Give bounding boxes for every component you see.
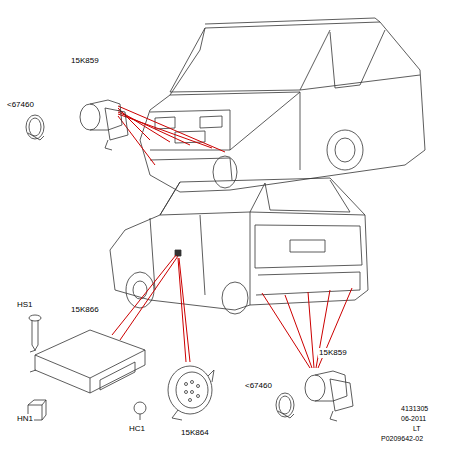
part-number: 15K859 [318,348,348,358]
bulb-holder [134,402,146,420]
parking-sensor [305,371,353,421]
part-number: 15K859 [70,56,100,66]
drawing-reference: LT [412,425,422,433]
drawing-reference: 4131305 [400,405,429,413]
parking-sensor [80,100,128,150]
sensor-clip [26,115,44,140]
drawing-reference: P0209642-02 [380,435,424,443]
part-number: HN1 [16,414,34,424]
location-leaders [112,106,352,368]
part-number: <67460 [244,381,273,391]
park-aid-module [30,330,145,393]
part-number: HS1 [16,300,34,310]
part-number: HC1 [128,424,146,434]
part-number: 15K866 [70,305,100,315]
screw [29,315,41,350]
part-number: <67460 [6,100,35,110]
sensor-clip [276,393,294,418]
front-vehicle [140,18,425,192]
drawing-reference: 06-2011 [400,415,427,423]
part-number: 15K864 [180,428,210,438]
buzzer [168,366,214,420]
